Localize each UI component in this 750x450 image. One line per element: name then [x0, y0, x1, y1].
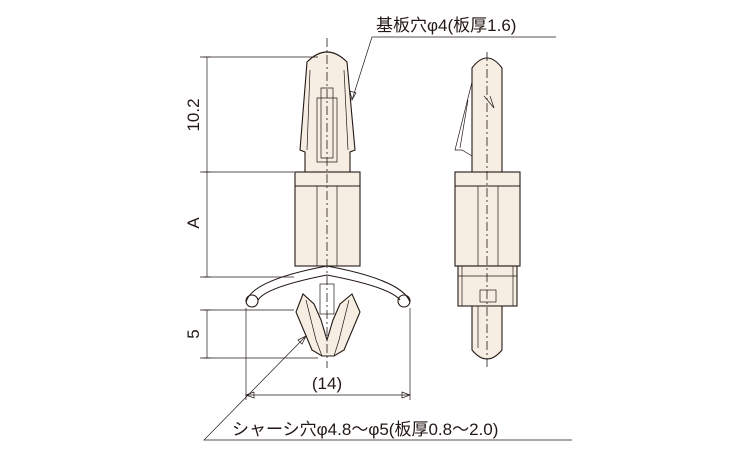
chassis-hole-label: シャーシ穴φ4.8～φ5(板厚0.8～2.0): [232, 420, 498, 439]
leader-board-hole: [351, 36, 556, 101]
dim-arrow-right: [401, 391, 411, 399]
front-head-slot: [316, 97, 338, 163]
side-collar: [457, 265, 518, 307]
front-head-slot-inner: [320, 87, 334, 159]
side-upper-latch-inner: [459, 99, 469, 149]
front-lower-legs: [295, 293, 361, 357]
dim-bottom-label: 5: [184, 329, 203, 338]
leader-board-hole-arrow: [349, 90, 357, 101]
dim-width-label: (14): [312, 374, 342, 393]
leader-chassis-hole: [203, 335, 572, 441]
front-spacer-body: [294, 171, 361, 267]
front-flange-arc-inner: [257, 274, 401, 301]
dim-top-label: 10.2: [184, 98, 203, 131]
front-head-edge-left: [306, 69, 311, 151]
side-view: [454, 57, 521, 360]
board-hole-label: 基板穴φ4(板厚1.6): [376, 16, 516, 35]
front-flange-end-right: [397, 294, 411, 308]
front-upper-head: [299, 51, 356, 173]
dim-mid-label: A: [184, 217, 203, 229]
side-spacer-body: [454, 171, 521, 267]
side-upper-latch: [454, 81, 473, 157]
leader-chassis-hole-arrow: [297, 335, 307, 345]
front-leg-right-detail: [333, 299, 350, 357]
front-flange-end-left: [245, 294, 259, 308]
dimensions: [200, 56, 411, 400]
front-view: [245, 51, 411, 357]
front-leg-left-detail: [305, 299, 323, 357]
front-head-edge-right: [343, 69, 349, 151]
side-collar-window: [479, 289, 497, 303]
